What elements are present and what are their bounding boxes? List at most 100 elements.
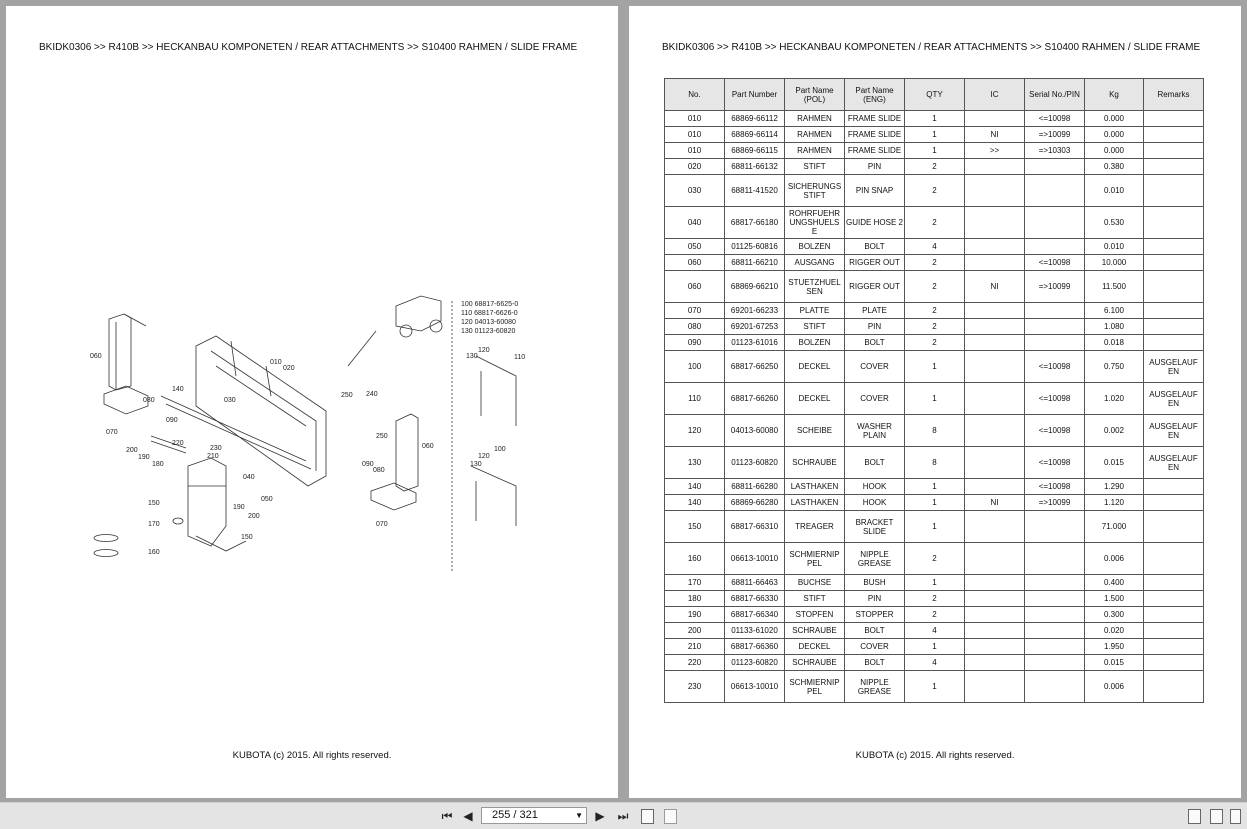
cell-part-number: 69201-66233: [724, 302, 785, 319]
cell-ic: [964, 318, 1025, 335]
duplicate-icon[interactable]: [664, 809, 677, 824]
cell-kg: 0.020: [1084, 622, 1144, 639]
callout-200-bottom: 200: [248, 513, 260, 520]
cell-part-name-eng: COVER: [844, 382, 905, 415]
cell-part-number: 68811-66132: [724, 158, 785, 175]
cell-remarks: [1143, 590, 1204, 607]
diagram-legend-3: 120 04013-60080: [461, 319, 516, 326]
last-page-icon[interactable]: ⏭: [617, 809, 629, 823]
header-kg: Kg: [1084, 78, 1144, 111]
cell-part-name-pol: STIFT: [784, 590, 845, 607]
cell-kg: 0.000: [1084, 142, 1144, 159]
callout-010: 010: [270, 359, 282, 366]
cell-qty: 1: [904, 638, 965, 655]
cell-serial: [1024, 622, 1085, 639]
cell-qty: 1: [904, 670, 965, 703]
cell-no: 200: [664, 622, 725, 639]
cell-serial: [1024, 654, 1085, 671]
cell-serial: [1024, 318, 1085, 335]
cell-part-name-eng: PIN: [844, 590, 905, 607]
two-page-view-icon[interactable]: [1230, 809, 1241, 824]
cell-kg: 71.000: [1084, 510, 1144, 543]
cell-part-number: 68811-41520: [724, 174, 785, 207]
cell-ic: >>: [964, 142, 1025, 159]
cell-no: 180: [664, 590, 725, 607]
cell-part-number: 68869-66112: [724, 110, 785, 127]
cell-part-number: 68817-66180: [724, 206, 785, 239]
cell-no: 040: [664, 206, 725, 239]
cell-no: 060: [664, 254, 725, 271]
cell-serial: <=10098: [1024, 382, 1085, 415]
cell-part-name-eng: HOOK: [844, 494, 905, 511]
cell-qty: 2: [904, 590, 965, 607]
callout-230: 230: [210, 445, 222, 452]
cell-serial: [1024, 574, 1085, 591]
cell-remarks: AUSGELAUF EN: [1143, 414, 1204, 447]
cell-serial: [1024, 542, 1085, 575]
cell-kg: 10.000: [1084, 254, 1144, 271]
previous-page-icon[interactable]: ◀: [463, 809, 473, 823]
cell-part-name-eng: BOLT: [844, 334, 905, 351]
single-page-view-icon[interactable]: [1188, 809, 1201, 824]
cell-serial: =>10303: [1024, 142, 1085, 159]
cell-kg: 0.400: [1084, 574, 1144, 591]
first-page-icon[interactable]: ⏮: [441, 809, 453, 823]
cell-ic: [964, 446, 1025, 479]
header-ic: IC: [964, 78, 1025, 111]
cell-remarks: [1143, 318, 1204, 335]
chevron-down-icon: ▼: [575, 811, 583, 820]
cell-part-name-pol: BUCHSE: [784, 574, 845, 591]
cell-serial: [1024, 510, 1085, 543]
cell-part-name-eng: BRACKET SLIDE: [844, 510, 905, 543]
cell-part-number: 01123-60820: [724, 446, 785, 479]
callout-090-left: 090: [166, 417, 178, 424]
cell-ic: NI: [964, 494, 1025, 511]
cell-part-number: 06613-10010: [724, 542, 785, 575]
cell-no: 220: [664, 654, 725, 671]
cell-no: 020: [664, 158, 725, 175]
cell-ic: [964, 174, 1025, 207]
cell-kg: 0.000: [1084, 126, 1144, 143]
callout-180: 180: [152, 461, 164, 468]
cell-ic: [964, 622, 1025, 639]
cell-part-name-eng: FRAME SLIDE: [844, 142, 905, 159]
cell-no: 230: [664, 670, 725, 703]
callout-130-inset-b: 130: [470, 461, 482, 468]
cell-part-number: 68817-66360: [724, 638, 785, 655]
cell-ic: [964, 414, 1025, 447]
page-select[interactable]: 255 / 321 ▼: [481, 807, 587, 824]
callout-090-right: 090: [362, 461, 374, 468]
cell-remarks: [1143, 126, 1204, 143]
callout-110-inset: 110: [514, 354, 525, 361]
cell-part-name-pol: STIFT: [784, 158, 845, 175]
cell-qty: 4: [904, 238, 965, 255]
right-page: BKIDK0306 >> R410B >> HECKANBAU KOMPONET…: [629, 6, 1241, 798]
cell-ic: [964, 206, 1025, 239]
cell-kg: 1.120: [1084, 494, 1144, 511]
cell-kg: 11.500: [1084, 270, 1144, 303]
copy-pages-icon[interactable]: [641, 809, 654, 824]
cell-part-name-pol: RAHMEN: [784, 142, 845, 159]
cell-kg: 0.006: [1084, 670, 1144, 703]
cell-kg: 0.018: [1084, 334, 1144, 351]
cell-kg: 0.010: [1084, 174, 1144, 207]
continuous-view-icon[interactable]: [1210, 809, 1223, 824]
cell-kg: 0.002: [1084, 414, 1144, 447]
cell-kg: 1.020: [1084, 382, 1144, 415]
cell-serial: [1024, 302, 1085, 319]
cell-part-number: 01133-61020: [724, 622, 785, 639]
next-page-icon[interactable]: ▶: [595, 809, 605, 823]
cell-qty: 1: [904, 142, 965, 159]
callout-190-bottom: 190: [233, 504, 245, 511]
cell-part-number: 06613-10010: [724, 670, 785, 703]
cell-qty: 1: [904, 478, 965, 495]
